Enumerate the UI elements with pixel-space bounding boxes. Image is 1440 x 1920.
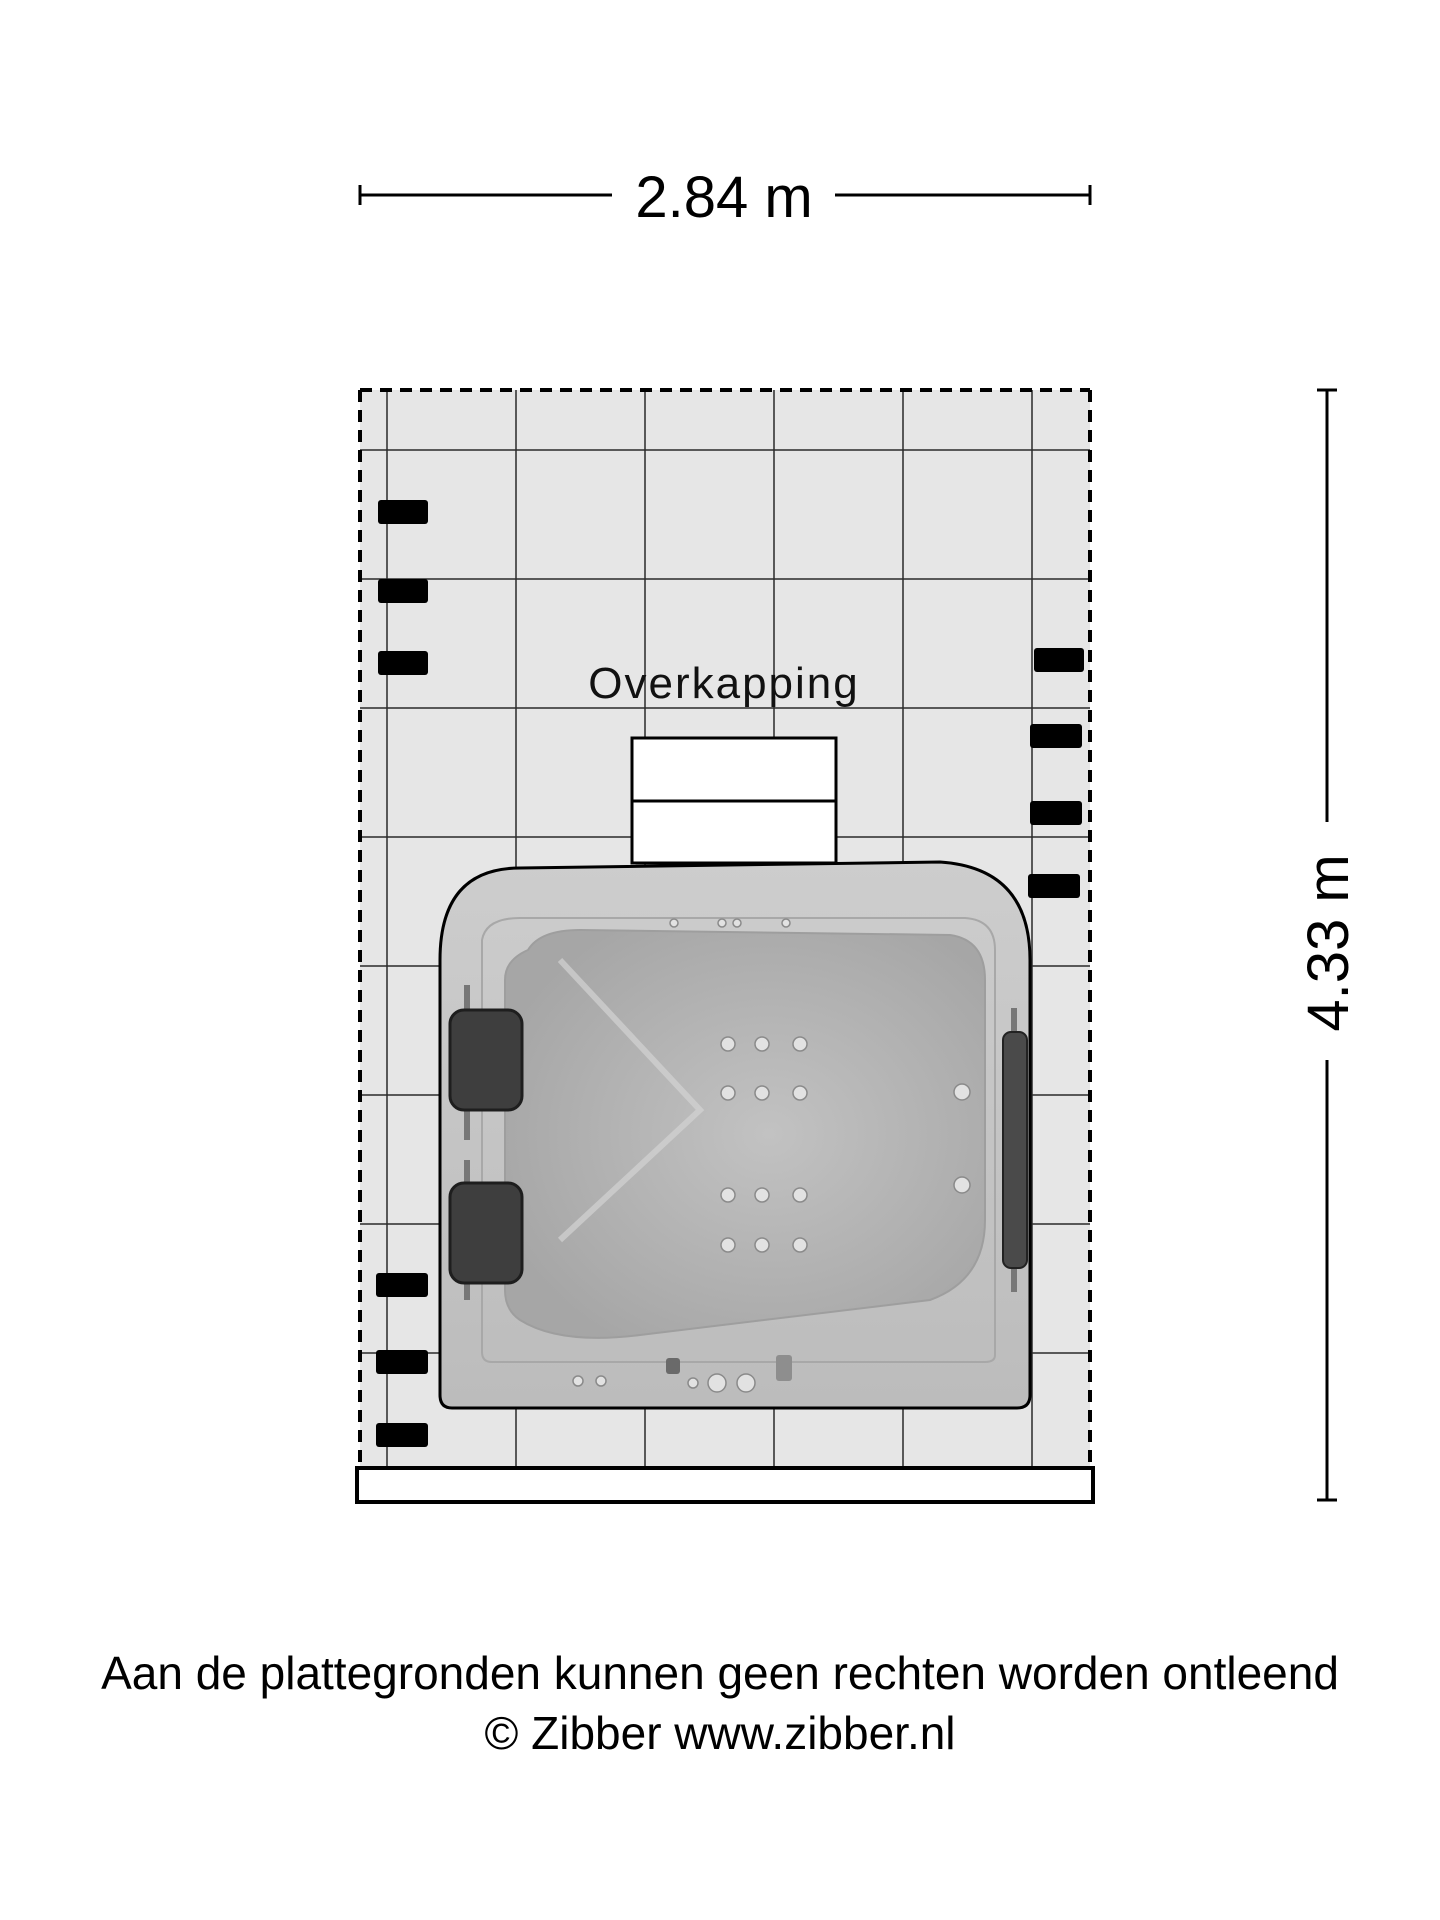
posts-left [376,500,428,1447]
room-boundary [358,388,1092,1468]
posts-right [1028,648,1084,898]
tub-jets [572,918,971,1393]
copyright-text: © Zibber www.zibber.nl [484,1707,956,1759]
tub-controls [666,1355,792,1381]
width-label: 2.84 m [635,165,812,230]
headrest-icon [448,985,524,1300]
height-label: 4.33 m [1296,854,1361,1031]
jacuzzi-tub [438,860,1032,1410]
disclaimer-text: Aan de plattegronden kunnen geen rechten… [101,1647,1339,1699]
grab-bar-icon [1002,1008,1028,1292]
width-dimension: 2.84 m [358,165,1092,230]
steps [630,736,838,865]
room-label: Overkapping [588,659,859,708]
bottom-wall [355,1466,1095,1504]
height-dimension: 4.33 m [1296,388,1361,1502]
